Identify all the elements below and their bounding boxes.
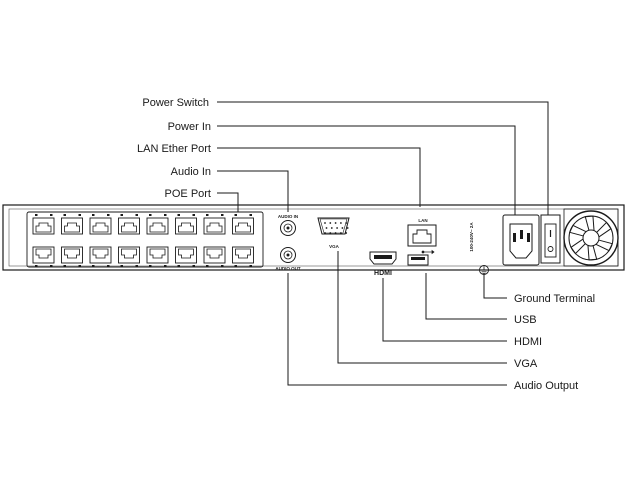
hdmi-panel-logo: HDMI <box>374 270 392 277</box>
vga-callout: VGA <box>514 358 538 370</box>
poe-port <box>203 214 226 235</box>
poe-port <box>118 214 140 235</box>
fan-blade <box>569 224 587 237</box>
poe-port-leader-line <box>217 192 239 212</box>
audio-in-callout: Audio In <box>171 166 211 178</box>
power-switch-callout: Power Switch <box>142 97 209 109</box>
poe-port <box>175 246 197 267</box>
poe-port <box>146 214 169 235</box>
hdmi-callout: HDMI <box>514 336 542 348</box>
vga-panel-label: VGA <box>329 244 340 249</box>
poe-port <box>175 214 197 235</box>
hdmi-port <box>369 251 397 265</box>
power-rating-label: 100-240V~ 2A <box>469 222 474 252</box>
poe-port <box>61 214 83 235</box>
poe-port <box>89 246 112 267</box>
ground-terminal-leader-line <box>483 275 507 299</box>
fan-blade <box>595 239 613 252</box>
audio-output-leader-line <box>287 273 507 386</box>
poe-port <box>32 246 55 267</box>
poe-port-callout: POE Port <box>165 188 211 200</box>
power-inlet <box>502 214 540 266</box>
fan-icon <box>563 208 619 267</box>
fan-blade <box>596 221 612 238</box>
poe-port <box>232 246 254 267</box>
audio-out-jack <box>280 247 296 263</box>
poe-port <box>203 246 226 267</box>
poe-port <box>232 214 254 235</box>
vga-leader-line <box>337 251 507 364</box>
power-switch-leader-line <box>217 101 549 215</box>
audio-out-panel-label: AUDIO OUT <box>275 266 301 271</box>
poe-port <box>146 246 169 267</box>
lan-port <box>407 224 437 247</box>
audio-in-panel-label: AUDIO IN <box>278 214 298 219</box>
usb-leader-line <box>425 273 507 320</box>
poe-port-block <box>26 211 264 268</box>
lan-panel-label: LAN <box>418 218 427 223</box>
power-in-leader-line <box>217 125 516 215</box>
usb-icon <box>421 249 435 255</box>
power-switch <box>540 214 561 264</box>
ground-icon <box>479 265 489 275</box>
poe-port <box>118 246 140 267</box>
ground-terminal-callout: Ground Terminal <box>514 293 595 305</box>
lan-port-leader-line <box>217 147 421 207</box>
usb-port <box>407 254 429 266</box>
lan-ether-port-callout: LAN Ether Port <box>137 143 211 155</box>
fan-blade <box>587 245 598 261</box>
poe-port <box>89 214 112 235</box>
fan-blade <box>570 238 586 255</box>
audio-in-jack <box>280 220 296 236</box>
audio-output-callout: Audio Output <box>514 380 578 392</box>
fan-blade <box>584 215 595 231</box>
power-in-callout: Power In <box>168 121 211 133</box>
hdmi-leader-line <box>382 278 507 342</box>
usb-callout: USB <box>514 314 537 326</box>
vga-port <box>317 217 350 235</box>
audio-in-leader-line <box>217 170 289 212</box>
poe-port <box>32 214 55 235</box>
poe-port <box>61 246 83 267</box>
